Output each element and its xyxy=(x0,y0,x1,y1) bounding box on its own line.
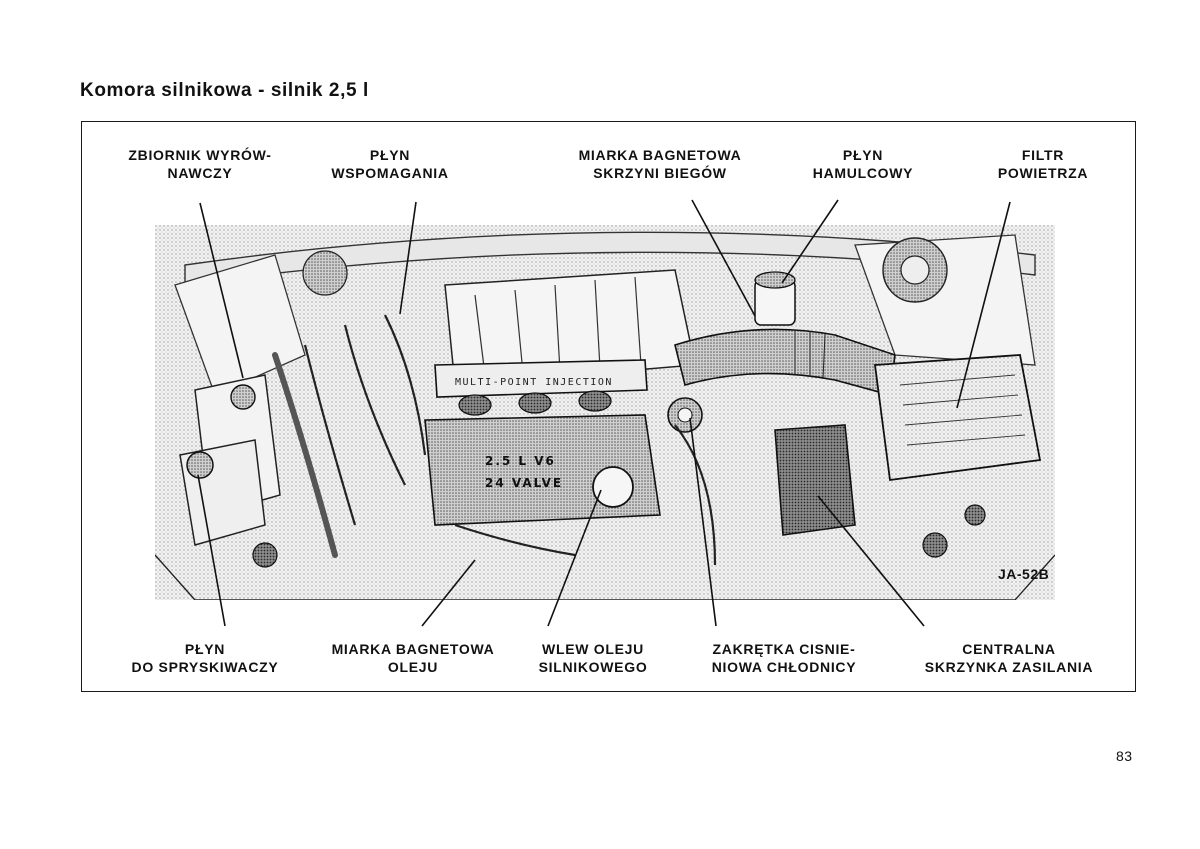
label-line: DO SPRYSKIWACZY xyxy=(131,659,279,675)
cover-marking-bottom: 24 VALVE xyxy=(485,476,563,490)
intake-marking: MULTI-POINT INJECTION xyxy=(455,377,613,388)
label-line: CENTRALNA xyxy=(962,641,1056,657)
figure-frame xyxy=(81,121,1136,692)
label-line: PŁYN xyxy=(369,147,411,163)
label-transmission-dipstick: MIARKA BAGNETOWA SKRZYNI BIEGÓW xyxy=(579,146,742,182)
label-brake-fluid: PŁYN HAMULCOWY xyxy=(813,146,913,182)
label-line: POWIETRZA xyxy=(997,165,1089,181)
label-line: NIOWA CHŁODNICY xyxy=(711,659,857,675)
label-line: FILTR xyxy=(1021,147,1065,163)
label-oil-filler: WLEW OLEJU SILNIKOWEGO xyxy=(539,640,648,676)
label-line: PŁYN xyxy=(842,147,884,163)
label-line: SILNIKOWEGO xyxy=(538,659,648,675)
label-line: SKRZYNI BIEGÓW xyxy=(593,165,727,181)
label-line: ZAKRĘTKA CISNIE- xyxy=(712,641,856,657)
label-line: HAMULCOWY xyxy=(812,165,914,181)
figure-code: JA-52B xyxy=(998,566,1050,582)
cover-marking-top: 2.5 L V6 xyxy=(485,454,556,468)
label-line: WSPOMAGANIA xyxy=(331,165,449,181)
label-washer-fluid: PŁYN DO SPRYSKIWACZY xyxy=(132,640,279,676)
label-oil-dipstick: MIARKA BAGNETOWA OLEJU xyxy=(332,640,495,676)
page-number: 83 xyxy=(1116,748,1133,764)
label-line: WLEW OLEJU xyxy=(542,641,644,657)
label-power-distribution-center: CENTRALNA SKRZYNKA ZASILANIA xyxy=(925,640,1093,676)
label-line: MIARKA BAGNETOWA xyxy=(578,147,742,163)
label-line: PŁYN xyxy=(184,641,226,657)
label-power-steering-fluid: PŁYN WSPOMAGANIA xyxy=(331,146,448,182)
label-radiator-cap: ZAKRĘTKA CISNIE- NIOWA CHŁODNICY xyxy=(712,640,857,676)
label-air-filter: FILTR POWIETRZA xyxy=(998,146,1088,182)
page-title: Komora silnikowa - silnik 2,5 l xyxy=(80,80,369,101)
label-line: NAWCZY xyxy=(167,165,233,181)
label-line: OLEJU xyxy=(387,659,439,675)
engine-bay-illustration: MULTI-POINT INJECTION 2.5 L V6 24 VALVE xyxy=(155,225,1055,600)
label-coolant-reservoir: ZBIORNIK WYRÓW- NAWCZY xyxy=(128,146,271,182)
label-line: ZBIORNIK WYRÓW- xyxy=(128,147,272,163)
label-line: SKRZYNKA ZASILANIA xyxy=(924,659,1094,675)
label-line: MIARKA BAGNETOWA xyxy=(331,641,495,657)
